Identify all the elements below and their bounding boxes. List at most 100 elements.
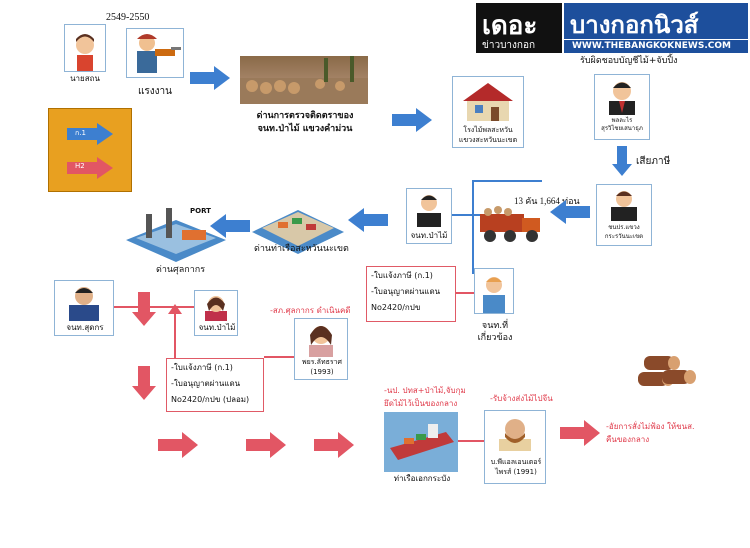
legend-b-label: H2	[75, 162, 85, 170]
port-sign: PORT	[190, 207, 211, 215]
officer-forest-avatar-icon	[205, 296, 227, 321]
approver-card: พลละไร สุรวิไชยเสนาธุภ	[594, 74, 650, 140]
red-arrow-down-1	[132, 292, 156, 326]
officer-related-card	[474, 268, 514, 314]
logo-right-block: บางกอกนิวส์	[564, 3, 748, 39]
red-arrow-right-3	[314, 432, 354, 458]
businesswoman-card: พยร.ลัทธราศ (1993)	[294, 318, 348, 380]
officer-related-avatar-icon	[483, 277, 505, 313]
customs-label: ด่านศุลกากร	[156, 265, 206, 275]
tax-label: เสียภาษี	[636, 156, 671, 167]
officer-left-avatar-icon	[69, 287, 99, 321]
truck-icon	[480, 206, 540, 242]
logo-url-bar: WWW.THEBANGKOKNEWS.COM	[564, 40, 748, 53]
port-icon	[126, 208, 226, 262]
ship-icon	[384, 412, 458, 472]
red-connector-mid	[456, 292, 476, 294]
logo-url: WWW.THEBANGKOKNEWS.COM	[572, 41, 731, 51]
savannakhet-port	[248, 198, 348, 256]
docs-mid-3: No2420/กปข	[371, 303, 421, 312]
port-dock-icon	[252, 210, 344, 254]
officer-mid-card: จนท.ป่าไม้	[406, 188, 452, 244]
approver-card-label: พลละไร สุรวิไชยเสนาธุภ	[601, 117, 643, 132]
sawmill-label: โรงไม้พลสะหวัน แขวงสะหวันนะเขต	[458, 126, 518, 144]
boss-label: นายสถน	[70, 74, 100, 83]
producer-avatar-icon	[611, 191, 637, 221]
navy-note: -นป. ปทส+ป่าไม้,จับกุม ยึดไม้ไว้เป็นของก…	[384, 386, 466, 408]
producer-card: ชนปร.แขวง กระรวันนะเขต	[596, 184, 652, 246]
ship-scene	[384, 412, 458, 472]
logo-brand-right: บางกอกนิวส์	[570, 12, 699, 39]
connector-v-mid	[472, 180, 474, 274]
ship-label: ท่าเรือเอกกระบัง	[393, 474, 451, 483]
red-arrow-down-2	[132, 366, 156, 400]
buyer-note: -รับจ้างส่งไม้ไปจีน	[490, 394, 553, 403]
docs-box-mid: -ใบแจ้งภาษี (ก.1) -ใบอนุญาตผ่านแดน No242…	[366, 266, 456, 322]
logs-pile-icon	[240, 56, 368, 104]
legend-arrow-a	[67, 123, 113, 145]
docs-lower-1: -ใบแจ้งภาษี (ก.1)	[171, 363, 233, 372]
port-label: ด่านท่าเรือสะหวันนะเขต	[254, 244, 349, 254]
approver-title: รับผิดชอบบัญชีไม้+จับปิ้ง	[580, 56, 678, 66]
red-arrow-up	[168, 304, 182, 314]
logs-truck	[476, 200, 544, 246]
sawmill-card: โรงไม้พลสะหวัน แขวงสะหวันนะเขต	[452, 76, 524, 148]
legend-arrow-b	[67, 157, 113, 179]
approver-avatar-icon	[609, 82, 635, 115]
red-line-ship-company	[458, 440, 484, 442]
officer-mid-label: จนท.ป่าไม้	[410, 231, 448, 240]
court-note: -อัยการสั่งไม่ฟ้อง ให้ขนส. คืนของกลาง	[606, 422, 695, 444]
red-arrow-right-4	[560, 420, 600, 446]
red-arrow-right-1	[158, 432, 198, 458]
logo-brand-left: เดอะ	[482, 10, 538, 40]
red-line-to-docs	[264, 356, 294, 358]
legend-a-label: ก.1	[75, 129, 86, 137]
red-arrow-right-2	[246, 432, 286, 458]
logs-pile	[636, 350, 696, 392]
flow-arrow-2	[392, 108, 432, 132]
worker-card	[126, 28, 184, 78]
officer-forest-card: จนท.ป่าไม้	[194, 290, 238, 336]
businesswoman-label: พยร.ลัทธราศ (1993)	[301, 358, 342, 376]
house-icon	[463, 83, 513, 121]
docs-mid-2: -ใบอนุญาตผ่านแดน	[371, 287, 441, 296]
red-line-officer	[114, 306, 194, 308]
logs-count: 13 คัน 1,664 ท่อน	[514, 196, 580, 206]
boss-card	[64, 24, 106, 72]
flow-arrow-to-truck	[550, 200, 590, 224]
flow-arrow-left-1	[210, 214, 250, 238]
company-card: บ.พีแอลเอนเตอร์ ไพรส์ (1991)	[484, 410, 546, 484]
docs-mid-1: -ใบแจ้งภาษี (ก.1)	[371, 271, 433, 280]
docs-box-lower: -ใบแจ้งภาษี (ก.1) -ใบอนุญาตผ่านแดน No242…	[166, 358, 264, 412]
years-label: 2549-2550	[106, 12, 150, 23]
legend-box: ก.1 H2	[48, 108, 132, 192]
port-scene	[116, 200, 236, 270]
flow-arrow-left-2	[348, 208, 388, 232]
company-label: บ.พีแอลเอนเตอร์ ไพรส์ (1991)	[490, 458, 542, 476]
producer-card-label: ชนปร.แขวง กระรวันนะเขต	[604, 224, 644, 240]
officer-mid-avatar-icon	[417, 195, 441, 227]
businesswoman-avatar-icon	[309, 326, 333, 357]
worker-label: แรงงาน	[137, 86, 173, 97]
officer-forest-label: จนท.ป่าไม้	[198, 323, 236, 332]
officer-left-card: จนท.สุดกร	[54, 280, 114, 336]
officer-related-label: จนท.ที่ เกี่ยวข้อง	[477, 321, 513, 343]
flow-arrow-1	[190, 66, 230, 90]
boss-avatar-icon	[76, 34, 94, 71]
customs-note: -สภ.ศุลกากร ดำเนินคดี	[270, 306, 351, 315]
officer-left-label: จนท.สุดกร	[66, 323, 104, 332]
worker-chainsaw-icon	[137, 34, 181, 73]
docs-lower-2: -ใบอนุญาตผ่านแดน	[171, 379, 241, 388]
logo-left-block: เดอะ ข่าวบางกอก	[476, 3, 562, 53]
logo: เดอะ ข่าวบางกอก บางกอกนิวส์ WWW.THEBANGK…	[476, 3, 748, 53]
logs-icon	[638, 356, 696, 386]
docs-lower-3: No2420/กปข (ปลอม)	[171, 395, 250, 404]
logo-brand-left-sub: ข่าวบางกอก	[482, 40, 536, 51]
company-avatar-icon	[499, 419, 531, 451]
checkpoint-label: ด่านการตรวจติดตราของ จนท.ป่าไม้ แขวงคำม่…	[256, 111, 354, 134]
connector-h-mid	[452, 214, 482, 216]
flow-arrow-down-tax	[612, 146, 632, 176]
red-line-vertical	[174, 306, 176, 380]
connector-h-top	[472, 180, 542, 182]
checkpoint-photo	[240, 56, 368, 104]
